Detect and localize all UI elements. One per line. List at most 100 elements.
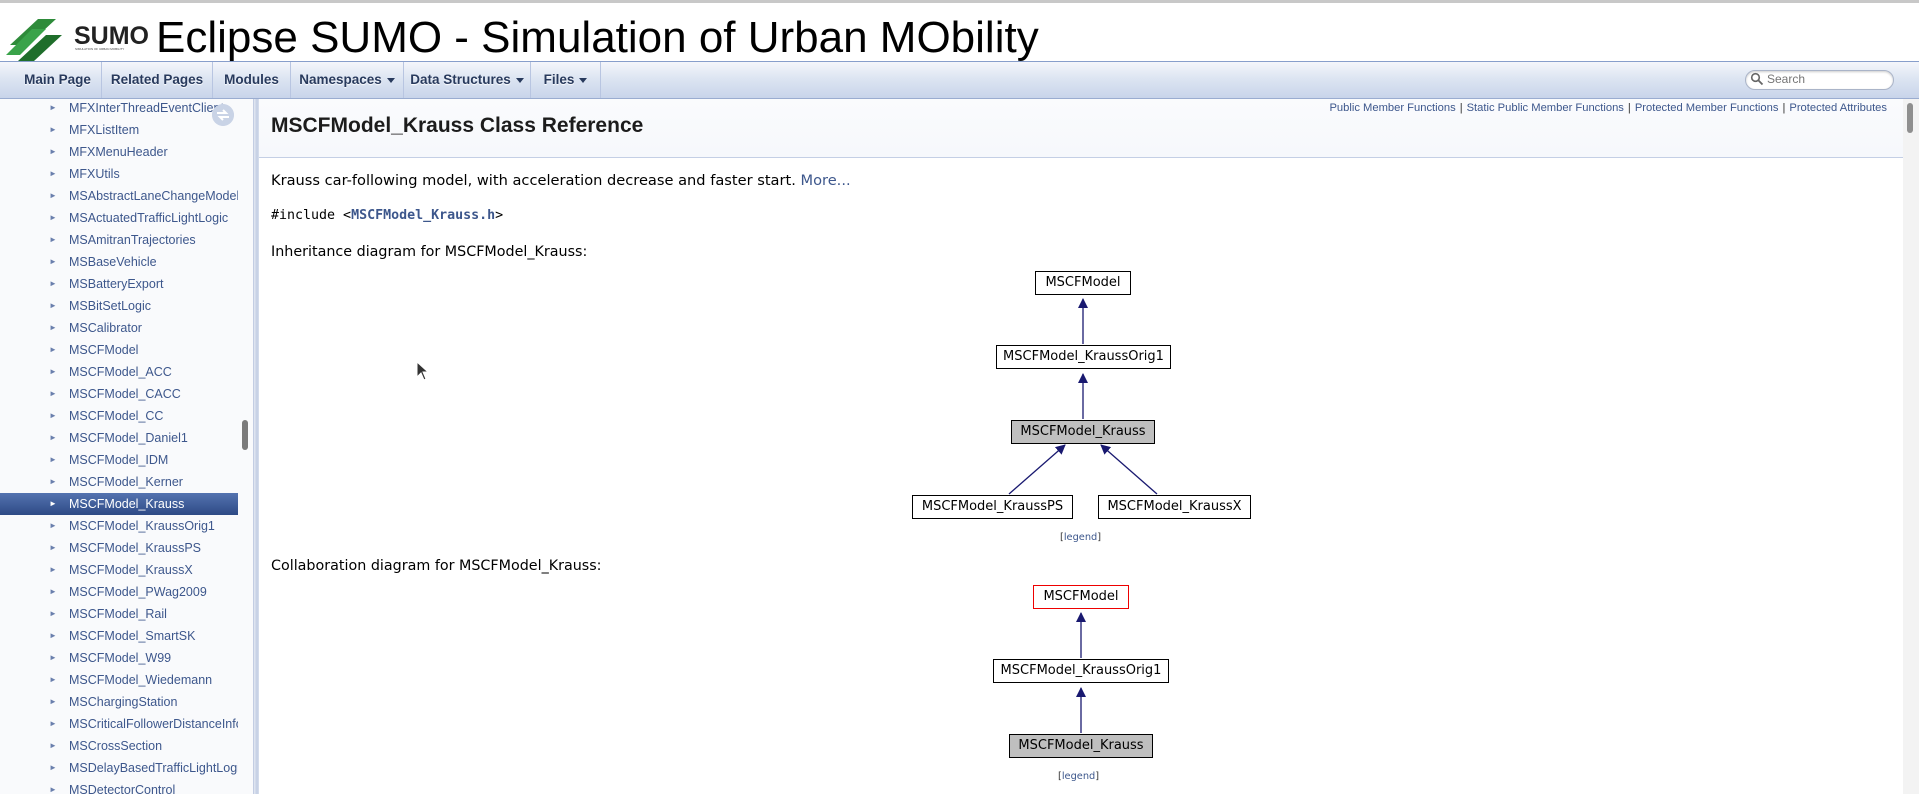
sidebar-item-label: MSCFModel_CC [69,409,164,423]
diagram-arrows [1008,298,1158,733]
collab-node-mscfmodel[interactable]: MSCFModel [1033,585,1129,609]
inheritance-legend-link[interactable]: legend [1063,532,1098,543]
sidebar-item-label: MSCFModel_Daniel1 [69,431,188,445]
search-icon[interactable] [1750,72,1764,86]
sidebar-item-label: MSCFModel_W99 [69,651,172,665]
tree-bullet-icon: ► [49,697,57,706]
sidebar-item-label: MSBatteryExport [69,277,164,291]
nav-files[interactable]: Files [531,62,601,98]
sidebar-item[interactable]: ► MFXInterThreadEventClient [0,99,238,119]
inherit-node-mscfmodel[interactable]: MSCFModel [1035,271,1131,295]
sidebar-item[interactable]: ►MSCFModel_CACC [0,383,238,405]
sidebar-item[interactable]: ►MSCFModel [0,339,238,361]
content-scrollbar-thumb[interactable] [1907,103,1913,133]
logo-subtext: SIMULATION OF URBAN MOBILITY [75,47,125,51]
sidebar-item[interactable]: ►MSDetectorControl [0,779,238,794]
tree-bullet-icon: ► [49,279,57,288]
sidebar-item-label: MSCFModel_ACC [69,365,172,379]
sidebar-item[interactable]: ►MSCFModel_Wiedemann [0,669,238,691]
sidebar-item-label: MFXListItem [69,123,140,137]
sidebar-item[interactable]: ► MFXListItem [0,119,238,141]
sidebar-item[interactable]: ► MSCFModel_W99 [0,647,238,669]
include-file-link[interactable]: MSCFModel_Krauss.h [351,208,496,223]
collaboration-legend-link[interactable]: legend [1061,771,1096,782]
sync-icon[interactable] [212,104,234,126]
sidebar-scrollbar-thumb[interactable] [242,420,248,450]
tree-bullet-icon: ► [49,367,57,376]
summary-link-static-public-member-functions[interactable]: Static Public Member Functions [1466,102,1624,114]
nav-namespaces[interactable]: Namespaces [291,62,404,98]
summary-link-protected-attributes[interactable]: Protected Attributes [1789,102,1887,114]
sidebar-item-label: MSAmitranTrajectories [69,233,196,247]
tree-bullet-icon: ► [49,169,57,178]
sidebar-item[interactable]: ► MSCalibrator [0,317,238,339]
tree-bullet-icon: ► [49,323,57,332]
summary-link-protected-member-functions[interactable]: Protected Member Functions [1634,102,1779,114]
sidebar-item[interactable]: ►MSDelayBasedTrafficLightLogic [0,757,238,779]
sidebar-item-label: MSActuatedTrafficLightLogic [69,211,229,225]
nav-namespaces-label: Namespaces [299,72,382,87]
nav-main-page-label: Main Page [24,72,91,87]
sidebar-item[interactable]: ►MSCFModel_SmartSK [0,625,238,647]
sidebar-item[interactable]: ►MSCFModel_Kerner [0,471,238,493]
sidebar-item-label: MSCalibrator [69,321,142,335]
sidebar-item[interactable]: ►MFXMenuHeader [0,141,238,163]
sidebar-item[interactable]: ►MSCFModel_IDM [0,449,238,471]
sidebar-item[interactable]: ► MSCFModel_CC [0,405,238,427]
chevron-down-icon [386,77,395,83]
sidebar-item-label: MSCFModel_KraussX [69,563,193,577]
sidebar-item-label: MFXInterThreadEventClient [69,101,224,115]
tree-bullet-icon: ► [49,213,57,222]
tree-bullet-icon: ► [49,411,57,420]
nav-related-pages[interactable]: Related Pages [102,62,213,98]
more-link[interactable]: More... [800,172,851,189]
sidebar-item[interactable]: ►MSCFModel_KraussX [0,559,238,581]
summary-links: Public Member Functions|Static Public Me… [1329,102,1887,114]
inherit-node-kraussx[interactable]: MSCFModel_KraussX [1098,495,1251,519]
sidebar-item[interactable]: ► MSCFModel_PWag2009 [0,581,238,603]
inherit-node-krausseps[interactable]: MSCFModel_KraussPS [912,495,1073,519]
tree-bullet-icon: ► [49,125,57,134]
project-name: Eclipse SUMO - Simulation of Urban MObil… [156,13,1039,62]
sidebar-item[interactable]: ►MSBitSetLogic [0,295,238,317]
nav-tree: ►MFXInterThreadEventClient►MFXListItem►M… [0,99,253,794]
sidebar-item[interactable]: ► MSChargingStation [0,691,238,713]
sidebar-item[interactable]: ►MSCFModel_Daniel1 [0,427,238,449]
sidebar-item-label: MSChargingStation [69,695,178,709]
legend-open-bracket: [ [1058,771,1062,782]
nav-data-structures[interactable]: Data Structures [404,62,531,98]
collaboration-caption: Collaboration diagram for MSCFModel_Krau… [271,558,602,574]
summary-link-public-member-functions[interactable]: Public Member Functions [1329,102,1456,114]
sidebar-item[interactable]: ►MSCFModel_KraussOrig1 [0,515,238,537]
content-scrollbar[interactable] [1903,99,1919,794]
inherit-node-kraussorig1[interactable]: MSCFModel_KraussOrig1 [996,345,1171,369]
main-menu: Main Page Related Pages Modules Namespac… [0,62,1919,99]
collaboration-legend: [legend] [1058,771,1099,782]
nav-modules[interactable]: Modules [213,62,291,98]
chevron-down-icon [579,77,588,83]
inheritance-caption: Inheritance diagram for MSCFModel_Krauss… [271,244,588,260]
sidebar-item-label: MSCFModel_PWag2009 [69,585,207,599]
sidebar-item[interactable]: ►MSCrossSection [0,735,238,757]
sidebar-item-label: MSCFModel_Kerner [69,475,183,489]
sidebar-item[interactable]: ►MFXUtils [0,163,238,185]
tree-bullet-icon: ► [49,631,57,640]
tree-bullet-icon: ► [49,103,57,112]
sidebar-item[interactable]: ► MSActuatedTrafficLightLogic [0,207,238,229]
sidebar-item[interactable]: ►MSCFModel_Krauss [0,493,238,515]
sidebar-item[interactable]: ►MSCFModel_Rail [0,603,238,625]
sidebar-item[interactable]: ►MSBaseVehicle [0,251,238,273]
search-input[interactable] [1767,71,1885,87]
tree-bullet-icon: ► [49,587,57,596]
nav-main-page[interactable]: Main Page [14,62,102,98]
tree-bullet-icon: ► [49,653,57,662]
sidebar-item[interactable]: ►MSAbstractLaneChangeModel [0,185,238,207]
sidebar-item[interactable]: ►MSAmitranTrajectories [0,229,238,251]
sidebar-item[interactable]: ►MSCFModel_KraussPS [0,537,238,559]
sidebar-item[interactable]: ► MSBatteryExport [0,273,238,295]
sidebar-splitter[interactable] [253,99,260,794]
sidebar-item[interactable]: ►MSCriticalFollowerDistanceInfo [0,713,238,735]
sidebar-item[interactable]: ► MSCFModel_ACC [0,361,238,383]
tree-bullet-icon: ► [49,609,57,618]
collab-node-kraussorig1[interactable]: MSCFModel_KraussOrig1 [993,659,1169,683]
